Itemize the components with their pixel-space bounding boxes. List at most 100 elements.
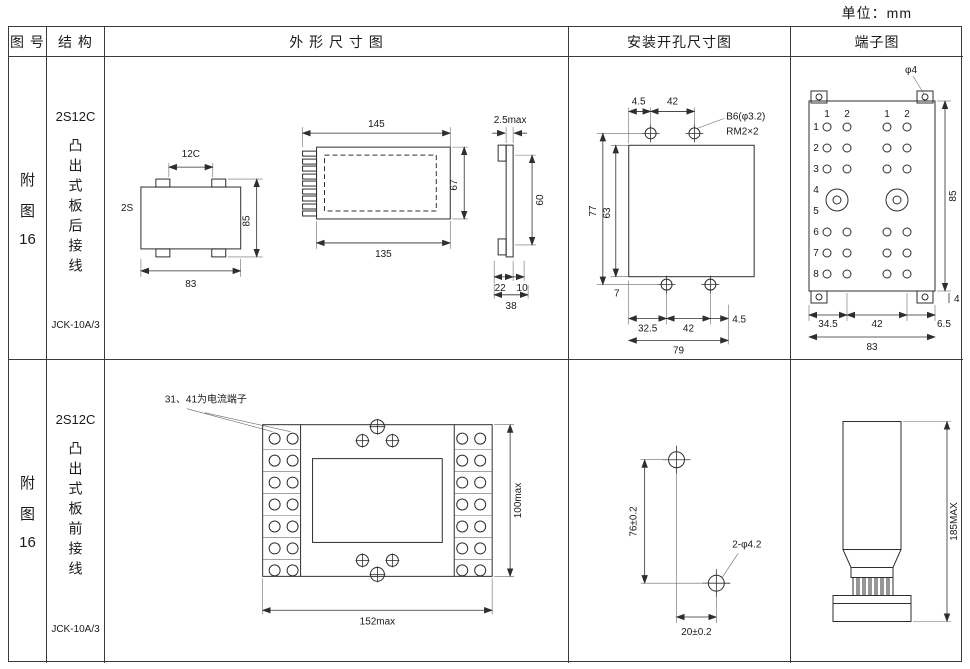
fig-line: 16: [19, 534, 36, 551]
current-terminal-note: 31、41为电流端子: [165, 393, 247, 406]
header-outline: 外 形 尺 寸 图: [105, 27, 569, 57]
dim-4p5-bottom: 4.5: [732, 314, 746, 325]
outline-drawing-rear: 12C 2S 83 85: [121, 115, 546, 312]
model-label: 2S12C: [55, 109, 96, 124]
side-view: 145 13: [301, 119, 469, 260]
front-face-dims: 100max 152max: [261, 423, 524, 627]
fig-line: 附: [19, 171, 35, 189]
dim-42-bottom: 42: [683, 323, 695, 334]
header-mounting: 安装开孔尺寸图: [569, 27, 791, 57]
drill-dims: 76±0.2 2-φ4.2 20±0.2: [629, 458, 762, 638]
dim-height-85: 85: [242, 215, 253, 227]
terminal-plate: [808, 90, 936, 304]
mounting-drawing-front: 76±0.2 2-φ4.2 20±0.2: [629, 445, 762, 638]
front-view: 12C 2S 83 85: [121, 149, 263, 290]
dim-6p5: 6.5: [937, 319, 951, 330]
dim-2p5max: 2.5max: [494, 115, 527, 126]
col-num: 1: [824, 109, 830, 120]
row-num: 6: [813, 227, 819, 238]
header-mounting-label: 安装开孔尺寸图: [627, 33, 732, 50]
dim-phi4: φ4: [905, 65, 917, 76]
dim-145: 145: [368, 119, 385, 130]
dim-2phi42: 2-φ4.2: [732, 539, 762, 550]
unit-label: 单位：mm: [841, 5, 912, 21]
mounting-drawing-rear: 4.5 42 B6(φ3.2) RM2×2 77 63 7: [588, 96, 765, 356]
row-num: 8: [813, 269, 819, 280]
header-terminal: 端子图: [791, 27, 963, 57]
dim-42-top: 42: [667, 96, 679, 107]
header-structure-label: 结 构: [58, 33, 93, 50]
dim-83-terminal: 83: [866, 342, 878, 353]
dim-4: 4: [954, 294, 960, 305]
structure-cell-2: 2S12C 凸出式板前接线 JCK-10A/3: [47, 360, 105, 663]
header-outline-label: 外 形 尺 寸 图: [289, 33, 384, 50]
front-face-view: [262, 418, 493, 583]
dim-63: 63: [602, 207, 613, 219]
col-num: 2: [904, 109, 910, 120]
fig-line: 图: [19, 202, 35, 220]
thread-spec-label: RM2×2: [726, 126, 759, 137]
dim-42-terminal: 42: [871, 319, 883, 330]
terminal-grid: 1 2 1 2 1 2 3 4 5 6 7 8: [813, 109, 912, 280]
terminal-cell-2: 185MAX: [791, 360, 963, 663]
label-12c: 12C: [182, 149, 200, 160]
label-2s: 2S: [121, 203, 134, 214]
dim-85-terminal: 85: [948, 190, 959, 202]
fig-line: 16: [19, 230, 36, 248]
profile-dims: 185MAX: [903, 420, 960, 623]
dim-32p5: 32.5: [638, 323, 658, 334]
fig-no-cell-2: 附 图 16: [9, 360, 47, 663]
outline-cell-2: 31、41为电流端子: [105, 360, 569, 663]
dim-135: 135: [375, 249, 392, 260]
drawing-table: 图 号 结 构 外 形 尺 寸 图 安装开孔尺寸图 端子图 附 图 16 2S1…: [8, 26, 963, 663]
row-num: 2: [813, 143, 819, 154]
dim-67: 67: [449, 179, 460, 191]
fig-no-cell-1: 附 图 16: [9, 57, 47, 360]
dim-width-83: 83: [185, 279, 197, 290]
drill-holes: [662, 445, 731, 598]
mounting-dims: 4.5 42 B6(φ3.2) RM2×2 77 63 7: [588, 96, 765, 356]
dim-22: 22: [495, 283, 507, 294]
dim-34p5: 34.5: [818, 319, 838, 330]
row-num: 4: [813, 185, 819, 196]
dim-60: 60: [535, 194, 546, 206]
dim-100max: 100max: [513, 483, 524, 518]
dim-79: 79: [673, 345, 685, 356]
structure-label: 凸出式板后接线: [67, 138, 84, 278]
terminal-drawing-front: 185MAX: [832, 420, 960, 623]
dim-38: 38: [506, 301, 518, 312]
dim-185max: 185MAX: [949, 502, 960, 541]
header-structure: 结 构: [47, 27, 105, 57]
mounting-cell-1: 4.5 42 B6(φ3.2) RM2×2 77 63 7: [569, 57, 791, 360]
relay-side-profile: [832, 421, 912, 622]
dim-7: 7: [614, 289, 620, 300]
row-num: 3: [813, 164, 819, 175]
dim-10: 10: [517, 283, 529, 294]
type-code-label: JCK-10A/3: [51, 624, 100, 635]
terminal-cell-1: φ4 1 2 1 2 1 2 3 4 5 6 7 8: [791, 57, 963, 360]
terminal-dims: 85 4 34.5 42 6.5 83: [808, 100, 960, 353]
row-num: 1: [813, 122, 819, 133]
cutout-outline: [628, 124, 755, 294]
dim-20: 20±0.2: [681, 627, 712, 638]
dim-152max: 152max: [360, 616, 395, 627]
hole-spec-label: B6(φ3.2): [726, 111, 765, 122]
model-label: 2S12C: [55, 412, 96, 427]
mounting-cell-2: 76±0.2 2-φ4.2 20±0.2: [569, 360, 791, 663]
dim-4p5-top: 4.5: [632, 96, 646, 107]
type-code-label: JCK-10A/3: [51, 320, 100, 331]
col-num: 2: [844, 109, 850, 120]
dim-76: 76±0.2: [629, 506, 640, 537]
outline-drawing-front: 31、41为电流端子: [165, 393, 524, 628]
structure-label: 凸出式板前接线: [67, 441, 84, 581]
row-num: 7: [813, 248, 819, 259]
terminal-drawing-rear: φ4 1 2 1 2 1 2 3 4 5 6 7 8: [808, 65, 960, 353]
row-num: 5: [813, 206, 819, 217]
fig-line: 附: [19, 475, 35, 492]
outline-cell-1: 12C 2S 83 85: [105, 57, 569, 360]
header-fig-no-label: 图 号: [10, 33, 45, 50]
structure-cell-1: 2S12C 凸出式板后接线 JCK-10A/3: [47, 57, 105, 360]
col-num: 1: [884, 109, 890, 120]
header-fig-no: 图 号: [9, 27, 47, 57]
